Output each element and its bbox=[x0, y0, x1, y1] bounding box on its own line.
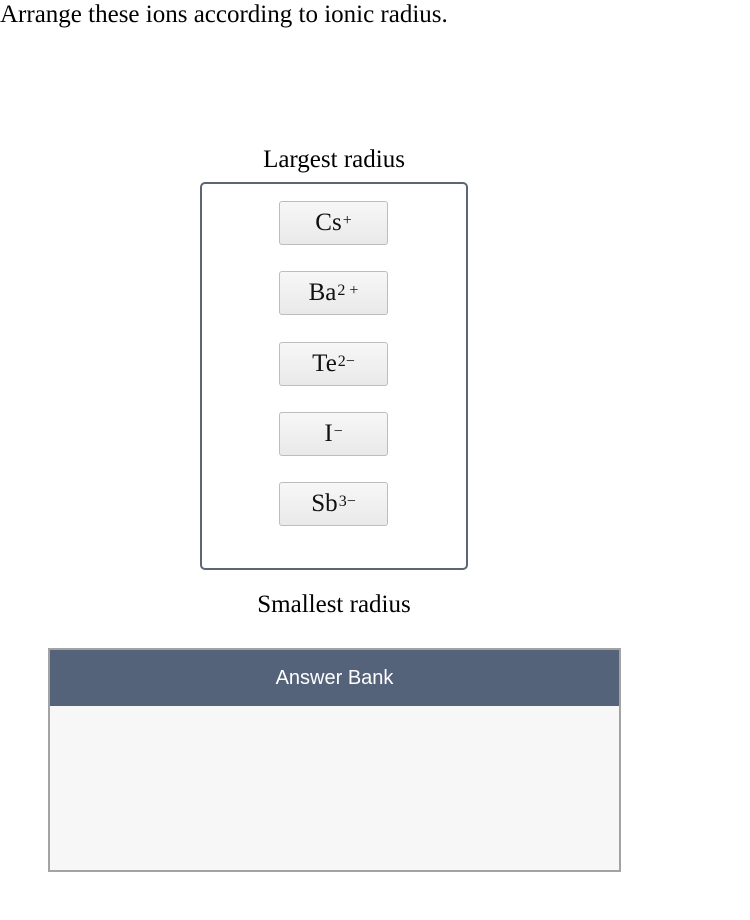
ion-charge: 2 + bbox=[337, 282, 359, 299]
ion-tile-cs[interactable]: Cs+ bbox=[279, 201, 388, 245]
question-text: Arrange these ions according to ionic ra… bbox=[0, 1, 448, 28]
ion-symbol: Ba bbox=[308, 279, 337, 306]
ion-symbol: I bbox=[324, 420, 333, 447]
smallest-radius-label: Smallest radius bbox=[257, 591, 411, 618]
ion-charge: 2− bbox=[337, 353, 355, 370]
ion-charge: 3− bbox=[338, 493, 356, 510]
ion-charge: + bbox=[342, 212, 352, 229]
answer-bank[interactable]: Answer Bank bbox=[48, 648, 621, 872]
ion-tile-i[interactable]: I− bbox=[279, 412, 388, 456]
ion-symbol: Sb bbox=[311, 490, 338, 517]
answer-bank-header: Answer Bank bbox=[50, 650, 619, 706]
ion-symbol: Cs bbox=[315, 209, 342, 236]
largest-radius-label: Largest radius bbox=[263, 146, 405, 173]
answer-bank-drop-area[interactable] bbox=[50, 706, 619, 870]
ion-symbol: Te bbox=[312, 350, 337, 377]
ion-charge: − bbox=[333, 423, 343, 440]
